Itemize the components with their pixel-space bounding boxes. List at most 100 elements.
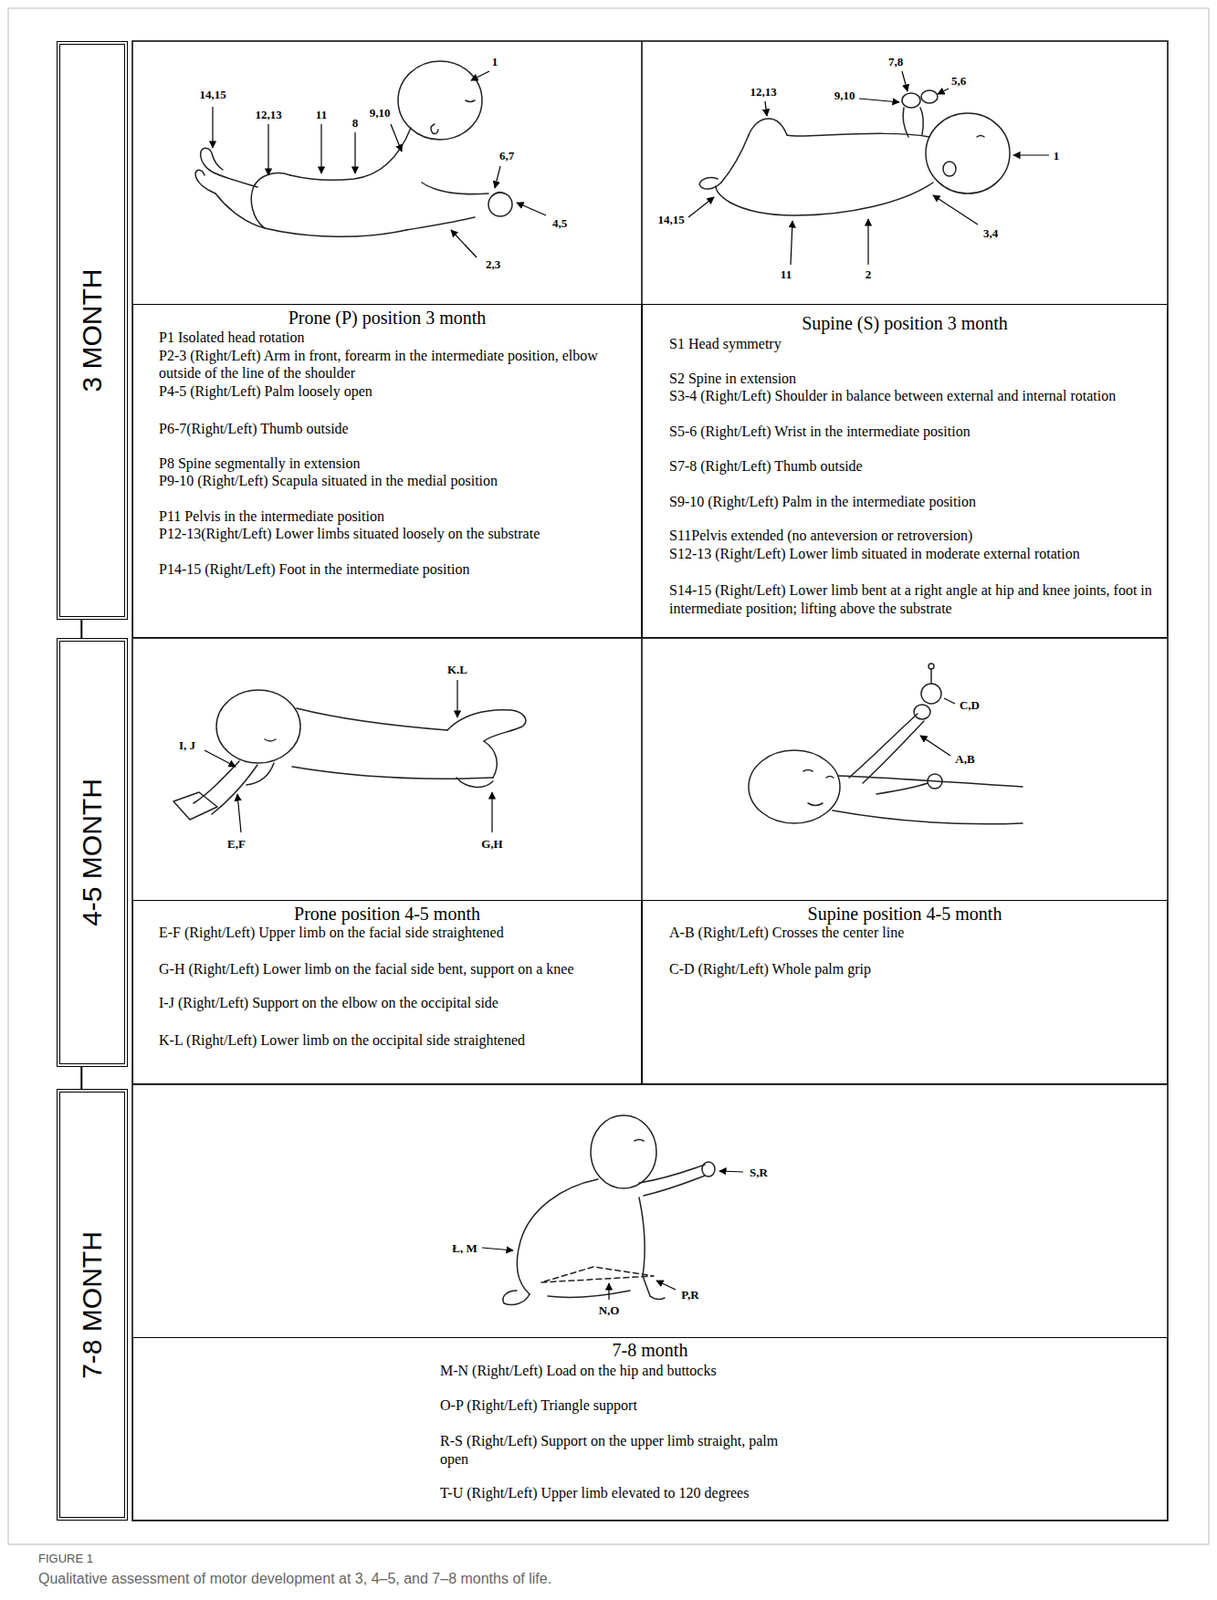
infant-arm bbox=[193, 761, 240, 804]
criterion-item: K-L (Right/Left) Lower limb on the occip… bbox=[158, 1031, 641, 1050]
criterion-item: T-U (Right/Left) Upper limb elevated to … bbox=[440, 1484, 806, 1503]
toy-ring bbox=[928, 663, 934, 670]
infant-buttock bbox=[483, 741, 497, 778]
leader-arrow bbox=[608, 1283, 609, 1301]
leader-arrow bbox=[1013, 154, 1050, 156]
infant-supine-3m bbox=[699, 90, 1010, 216]
callout-number: 9,10 bbox=[833, 88, 857, 103]
criterion-item: S14-15 (Right/Left) Lower limb bent at a… bbox=[669, 581, 1158, 618]
infant-leg bbox=[721, 135, 749, 183]
criteria-cell: Supine (S) position 3 monthS1 Head symme… bbox=[641, 304, 1168, 639]
callout-number: I, J bbox=[178, 738, 197, 753]
age-band: 7-8 MONTH bbox=[56, 1089, 128, 1522]
infant-hand bbox=[650, 1296, 665, 1301]
callout-number: E,F bbox=[226, 837, 247, 851]
leader-arrow bbox=[320, 124, 322, 174]
callout-number: 11 bbox=[314, 107, 328, 122]
callout-number: 4,5 bbox=[551, 216, 568, 231]
age-label: 4-5 MONTH bbox=[76, 778, 108, 927]
age-label: 7-8 MONTH bbox=[76, 1231, 108, 1380]
callout-number: P,R bbox=[680, 1288, 700, 1302]
age-band: 4-5 MONTH bbox=[56, 638, 128, 1068]
criterion-item: S1 Head symmetry bbox=[669, 335, 1158, 354]
criteria-cell: Prone (P) position 3 monthP1 Isolated he… bbox=[132, 304, 642, 639]
infant-forearm bbox=[421, 182, 489, 195]
leader-arrow bbox=[456, 680, 458, 718]
infant-sitting-7-8m bbox=[503, 1115, 715, 1306]
infant-eye bbox=[976, 136, 985, 138]
infant-arm bbox=[643, 1175, 705, 1197]
callout-number: A,B bbox=[954, 752, 976, 766]
toy-ball bbox=[921, 683, 942, 704]
callout-number: 12,13 bbox=[748, 84, 777, 99]
criterion-item: P4-5 (Right/Left) Palm loosely open bbox=[158, 382, 641, 401]
callout-number: N,O bbox=[598, 1303, 621, 1318]
infant-foot bbox=[699, 178, 722, 189]
criterion-item: P14-15 (Right/Left) Foot in the intermed… bbox=[158, 560, 641, 579]
leader-group bbox=[212, 71, 546, 258]
infant-arm bbox=[211, 765, 258, 815]
infant-back bbox=[290, 127, 411, 180]
callout-number: 8 bbox=[351, 115, 360, 130]
leader-arrow bbox=[920, 735, 951, 756]
callout-number: 1 bbox=[1052, 148, 1061, 163]
leader-arrow bbox=[451, 230, 477, 258]
callout-number: 12,13 bbox=[253, 107, 283, 122]
criterion-item: P2-3 (Right/Left) Arm in front, forearm … bbox=[158, 346, 641, 383]
infant-leg bbox=[547, 1290, 630, 1299]
criteria-cell: Prone position 4-5 monthE-F (Right/Left)… bbox=[132, 900, 642, 1085]
figure-number: FIGURE 1 bbox=[38, 1552, 94, 1567]
infant-leg bbox=[447, 710, 526, 742]
infant-hand bbox=[913, 704, 931, 720]
leader-arrow bbox=[494, 166, 501, 189]
infant-eye bbox=[634, 1140, 644, 1143]
leader-arrow bbox=[790, 220, 793, 265]
infant-forearm bbox=[406, 217, 475, 231]
infant-body bbox=[730, 182, 934, 216]
leader-arrow bbox=[859, 98, 900, 103]
criterion-item: R-S (Right/Left) Support on the upper li… bbox=[440, 1432, 806, 1469]
criterion-item: P11 Pelvis in the intermediate position bbox=[158, 507, 641, 526]
age-label: 3 MONTH bbox=[76, 269, 108, 393]
callout-number: 5,6 bbox=[950, 73, 967, 88]
cell-heading: Prone position 4-5 month bbox=[133, 903, 641, 924]
criterion-item: P9-10 (Right/Left) Scapula situated in t… bbox=[158, 472, 641, 491]
leader-arrow bbox=[902, 71, 908, 92]
infant-hand bbox=[702, 1162, 715, 1177]
criterion-item: G-H (Right/Left) Lower limb on the facia… bbox=[158, 960, 641, 979]
infant-belly bbox=[264, 228, 407, 237]
callout-number: Ł, M bbox=[451, 1241, 478, 1256]
criterion-item: S11Pelvis extended (no anteversion or re… bbox=[669, 526, 1158, 546]
criterion-item: P6-7(Right/Left) Thumb outside bbox=[158, 419, 641, 439]
infant-trunk bbox=[639, 1197, 645, 1277]
infant-hand bbox=[488, 192, 513, 217]
infant-body bbox=[838, 776, 1023, 787]
leader-arrow bbox=[237, 794, 242, 833]
infant-arm bbox=[876, 783, 928, 795]
callout-number: 3,4 bbox=[982, 226, 999, 241]
infant-knee bbox=[456, 777, 494, 787]
leader-arrow bbox=[471, 71, 490, 81]
infant-belly bbox=[292, 766, 494, 779]
leader-arrow bbox=[933, 195, 978, 225]
infant-hand bbox=[927, 774, 943, 789]
infant-hand bbox=[921, 90, 938, 104]
leader-arrow bbox=[516, 202, 546, 216]
criterion-item: S2 Spine in extension bbox=[669, 369, 1158, 389]
infant-back bbox=[296, 708, 448, 731]
criterion-item: E-F (Right/Left) Upper limb on the facia… bbox=[158, 923, 641, 943]
infant-head bbox=[748, 750, 840, 824]
infant-eye bbox=[826, 776, 834, 779]
leader-arrow bbox=[211, 106, 213, 148]
criterion-item: A-B (Right/Left) Crosses the center line bbox=[669, 923, 1158, 943]
leader-arrow bbox=[719, 1171, 744, 1173]
callout-number: 2 bbox=[864, 267, 873, 282]
toy-block bbox=[173, 792, 218, 820]
figure-frame bbox=[8, 8, 1209, 1545]
infant-support-arm bbox=[642, 1276, 651, 1297]
callout-number: C,D bbox=[958, 698, 981, 713]
infant-eye bbox=[803, 770, 813, 773]
infant-foot bbox=[503, 1290, 530, 1306]
